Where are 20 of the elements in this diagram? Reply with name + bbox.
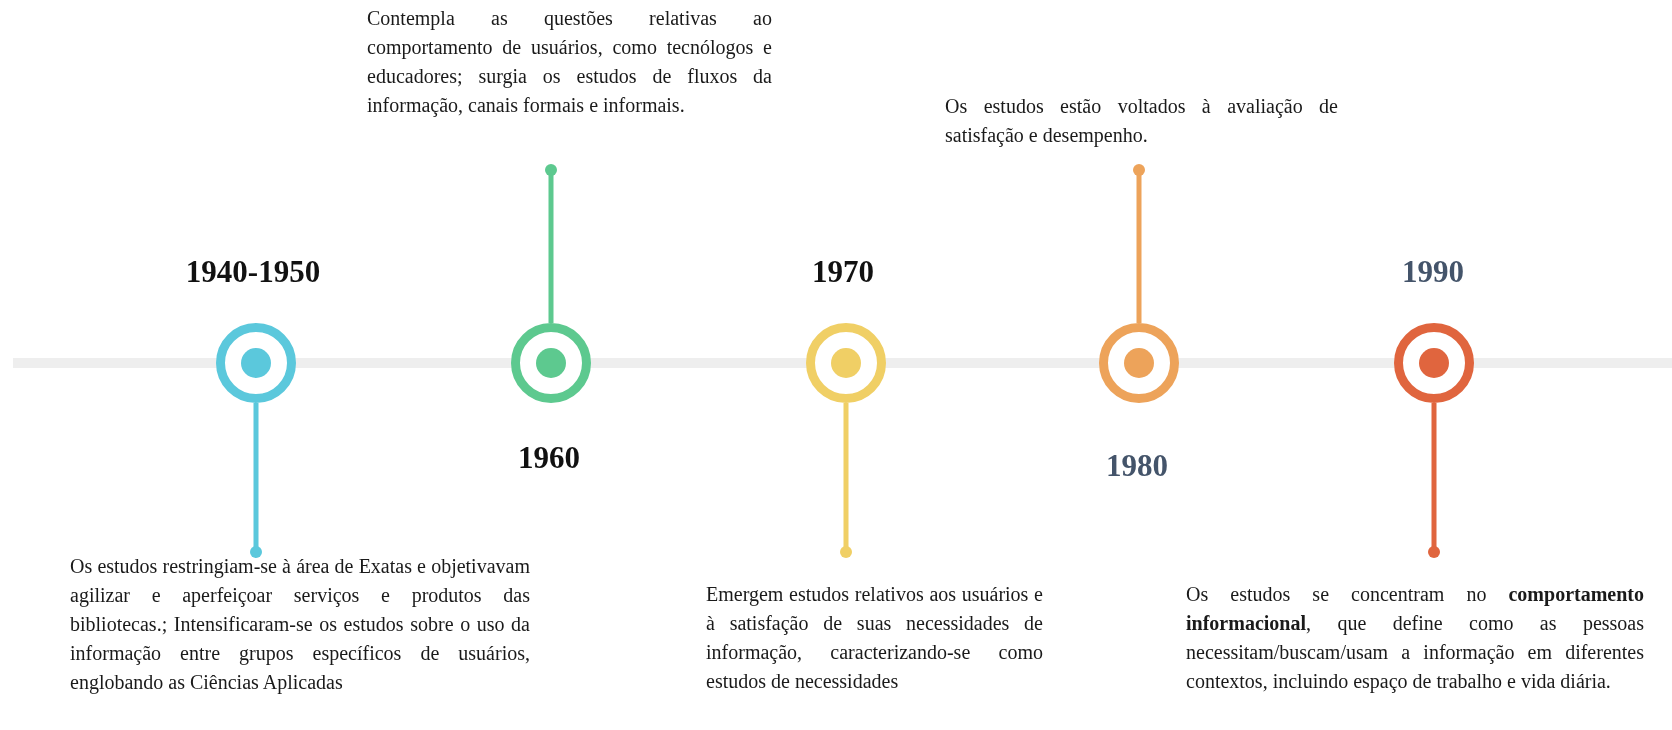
description-text: Emergem estudos relativos aos usuários e à satisfação de suas necessidades de informação, caracterizando-se como estudos de necessidades (706, 552, 1043, 728)
timeline-marker (1099, 323, 1179, 403)
year-label: 1960 (517, 440, 581, 476)
connector-line (250, 403, 262, 558)
timeline-marker (1394, 323, 1474, 403)
description-text: Os estudos restringiam-se à área de Exatas e objetivavam agilizar e aperfeiçoar serviços e produtos das bibliotecas.; Intensificaram-se os estudos sobre o uso da informação entre grupos específicos de usuários, englobando as Ciências Aplicadas (70, 552, 530, 728)
connector-line (545, 164, 557, 323)
year-label: 1940-1950 (184, 254, 322, 290)
description-text: Contempla as questões relativas ao comportamento de usuários, como tecnólogos e educadores; surgia os estudos de fluxos da informação, canais formais e informais. (367, 4, 772, 170)
description-text: Os estudos estão voltados à avaliação de satisfação e desempenho. (945, 92, 1338, 170)
timeline-marker (216, 323, 296, 403)
year-label: 1980 (1105, 448, 1169, 484)
connector-line (840, 403, 852, 558)
timeline-marker (806, 323, 886, 403)
connector-line (1428, 403, 1440, 558)
timeline-marker (511, 323, 591, 403)
year-label: 1990 (1401, 254, 1465, 290)
connector-line (1133, 164, 1145, 323)
year-label: 1970 (811, 254, 875, 290)
description-text: Os estudos se concentram no comportamento informacional, que define como as pessoas necessitam/buscam/usam a informação em diferentes contextos, incluindo espaço de trabalho e vida diária. (1186, 552, 1644, 728)
